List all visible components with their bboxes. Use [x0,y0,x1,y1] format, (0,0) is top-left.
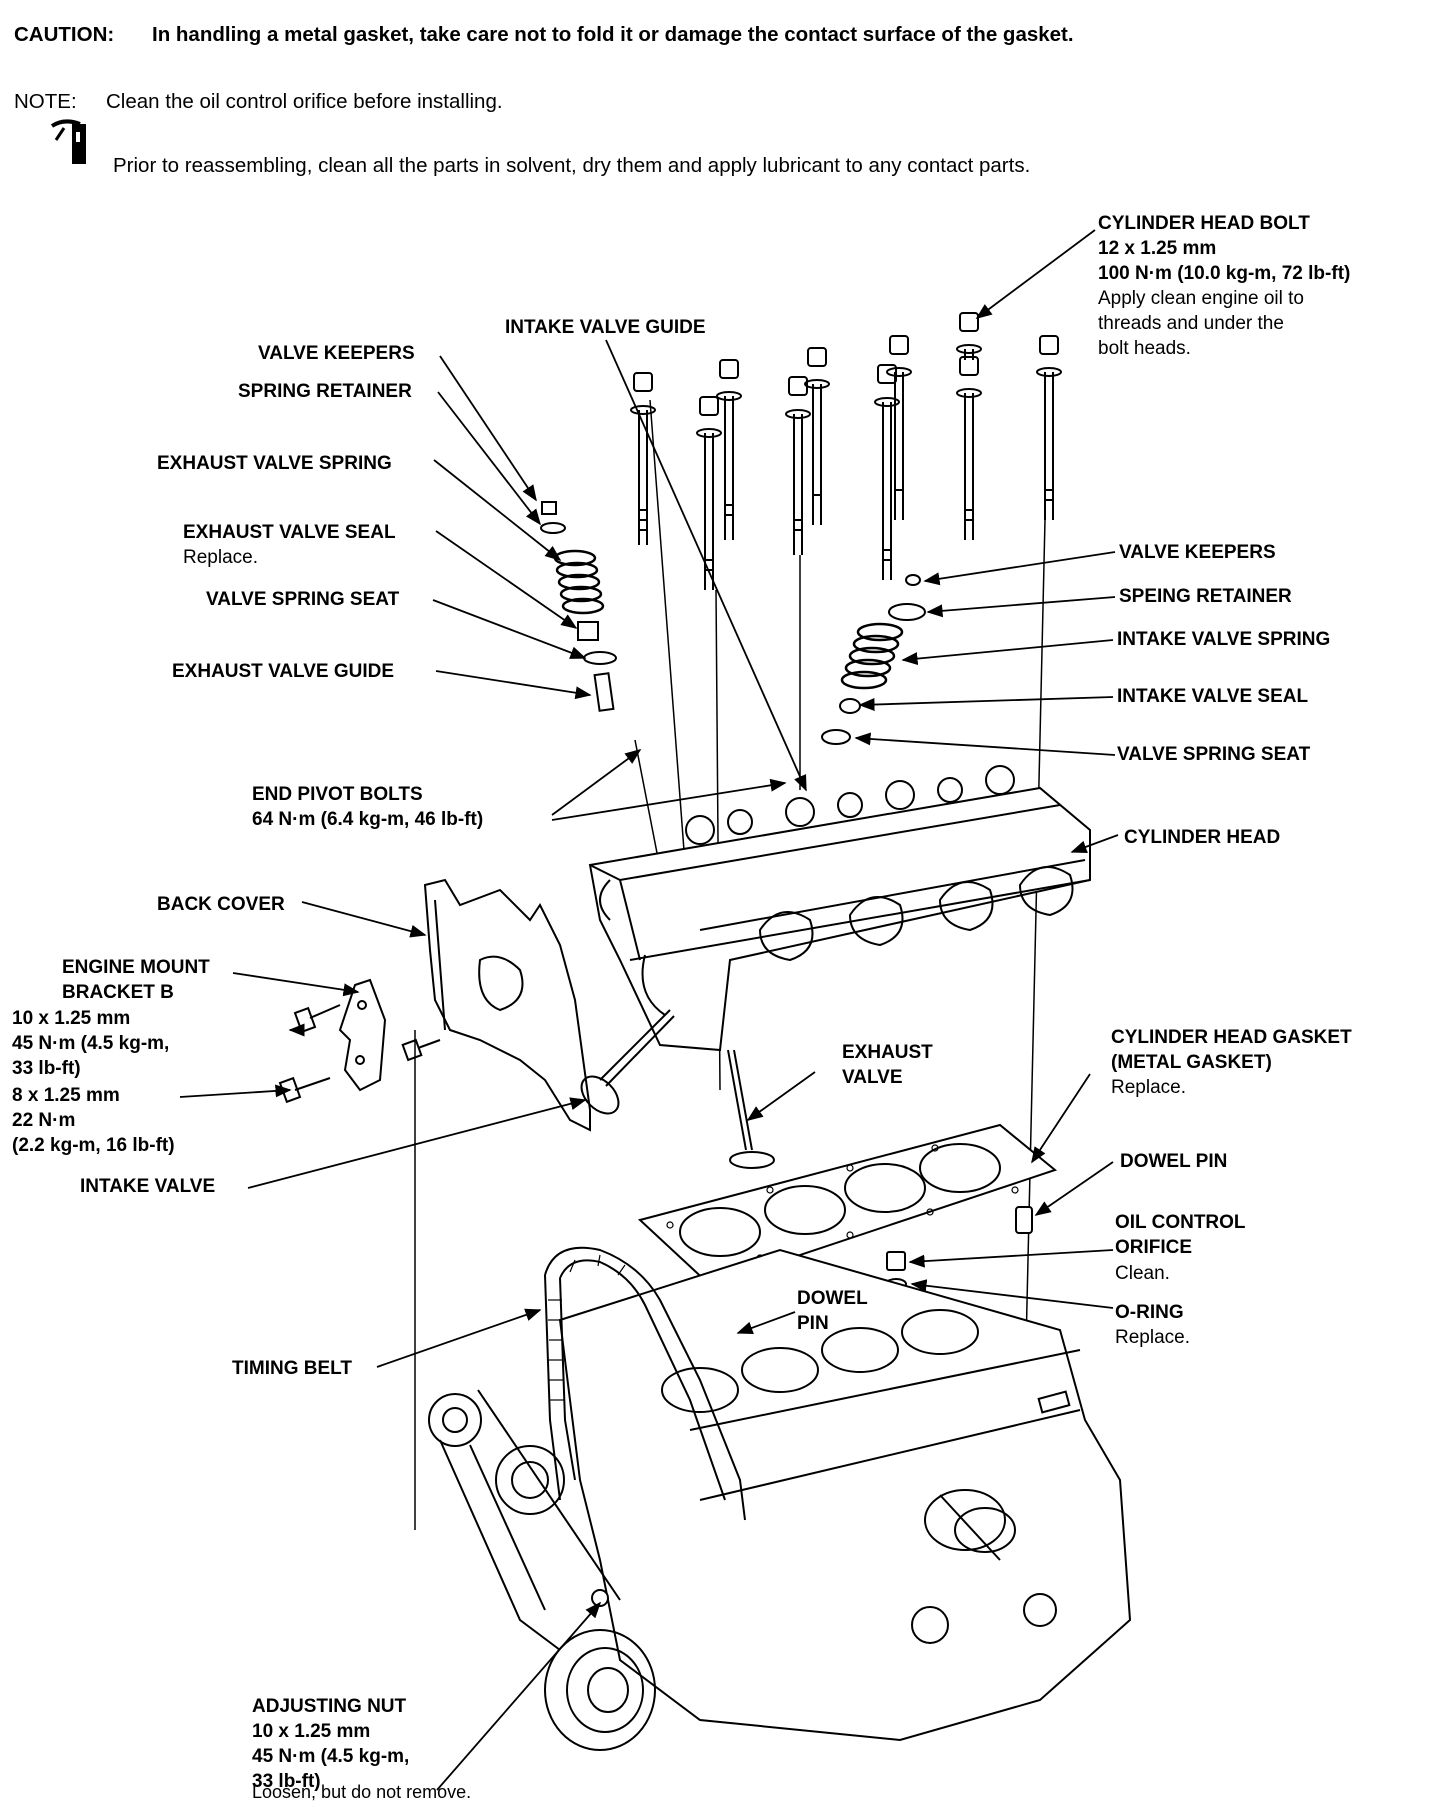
cylinder-head-bolt-note-2: threads and under the [1098,313,1284,334]
cylinder-head-label: CYLINDER HEAD [1124,827,1281,848]
adjusting-nut-torque-2: 33 lb-ft) [252,1771,321,1792]
engine-mount-label-2: BRACKET B [62,982,174,1003]
timing-belt [544,1246,746,1521]
oil-control-orifice-label-2: ORIFICE [1115,1237,1193,1258]
exhaust-valve-label-1: EXHAUST [842,1042,933,1063]
engine-mount-torque-1b: 33 lb-ft) [12,1058,81,1079]
end-pivot-bolts-label: END PIVOT BOLTS [252,784,423,805]
oil-control-orifice-label-1: OIL CONTROL [1115,1212,1246,1233]
dowel-pin-center-label-2: PIN [797,1313,829,1334]
valve-keepers-right-label: VALVE KEEPERS [1119,542,1276,563]
engine-mount-torque-2b: (2.2 kg-m, 16 lb-ft) [12,1135,175,1156]
intake-valve-seal-label: INTAKE VALVE SEAL [1117,686,1309,707]
back-cover-label: BACK COVER [157,894,285,915]
adjusting-nut-size: 10 x 1.25 mm [252,1721,371,1742]
adjusting-nut-torque-1: 45 N·m (4.5 kg-m, [252,1746,410,1767]
timing-belt-label: TIMING BELT [232,1358,352,1379]
crank-pulley-and-belt [428,1389,656,1751]
engine-mount-torque-2a: 22 N·m [12,1110,76,1131]
exhaust-valve-parts [540,501,617,712]
intake-valve-spring-label: INTAKE VALVE SPRING [1117,629,1331,650]
oil-control-orifice-note: Clean. [1115,1263,1170,1284]
intake-valve-shape [580,1009,675,1115]
note-text: Clean the oil control orifice before ins… [106,90,503,113]
valve-spring-seat-left-label: VALVE SPRING SEAT [206,589,400,610]
dowel-pin-center-label-1: DOWEL [797,1288,868,1309]
cylinder-head-gasket-note: Replace. [1111,1077,1186,1098]
cylinder-head [588,765,1091,1052]
caution-label: CAUTION: [14,23,115,46]
cylinder-head-gasket-label-2: (METAL GASKET) [1111,1052,1272,1073]
exhaust-valve-seal-note: Replace. [183,547,258,568]
spring-retainer-right-label: SPEING RETAINER [1119,586,1292,607]
cylinder-head-bolt-note-1: Apply clean engine oil to [1098,288,1304,309]
end-pivot-bolts-torque: 64 N·m (6.4 kg-m, 46 lb-ft) [252,809,484,830]
o-ring-label: O-RING [1115,1302,1184,1323]
engine-mount-torque-1a: 45 N·m (4.5 kg-m, [12,1033,170,1054]
cylinder-head-bolt-note-3: bolt heads. [1098,338,1191,359]
lubricant-note: Prior to reassembling, clean all the par… [113,154,1031,177]
adjusting-nut-note: Loosen, but do not remove. [252,1782,472,1802]
adjusting-nut-label: ADJUSTING NUT [252,1696,407,1717]
cylinder-head-gasket [637,1123,1058,1287]
engine-mount-size-2: 8 x 1.25 mm [12,1085,120,1106]
intake-valve-guide-label: INTAKE VALVE GUIDE [505,317,706,338]
exhaust-valve-spring-label: EXHAUST VALVE SPRING [157,453,392,474]
exhaust-valve-label-2: VALVE [842,1067,903,1088]
exhaust-valve-seal-label: EXHAUST VALVE SEAL [183,522,396,543]
cylinder-head-bolt-size: 12 x 1.25 mm [1098,238,1217,259]
valve-spring-seat-right-label: VALVE SPRING SEAT [1117,744,1311,765]
cylinder-head-bolts [630,312,1062,590]
exhaust-valve-shape [727,1049,775,1169]
note-label: NOTE: [14,90,77,113]
back-cover [423,878,591,1132]
lubricant-oil-can-icon [50,118,90,173]
caution-text: In handling a metal gasket, take care no… [152,23,1074,46]
exhaust-valve-guide-label: EXHAUST VALVE GUIDE [172,661,395,682]
cylinder-head-bolt-label: CYLINDER HEAD BOLT [1098,213,1310,234]
spring-retainer-left-label: SPRING RETAINER [238,381,412,402]
intake-valve-parts [821,574,926,745]
engine-mount-size-1: 10 x 1.25 mm [12,1008,131,1029]
leader-lines [179,229,1119,1791]
o-ring-note: Replace. [1115,1327,1190,1348]
engine-block [558,1248,1132,1742]
valve-keepers-left-label: VALVE KEEPERS [258,343,415,364]
intake-valve-label: INTAKE VALVE [80,1176,216,1197]
engine-mount-label-1: ENGINE MOUNT [62,957,210,978]
engine-mount-bracket-b [278,978,441,1104]
dowel-pin-right-label: DOWEL PIN [1120,1151,1228,1172]
cylinder-head-bolt-torque: 100 N·m (10.0 kg-m, 72 lb-ft) [1098,263,1351,284]
cylinder-head-gasket-label-1: CYLINDER HEAD GASKET [1111,1027,1352,1048]
